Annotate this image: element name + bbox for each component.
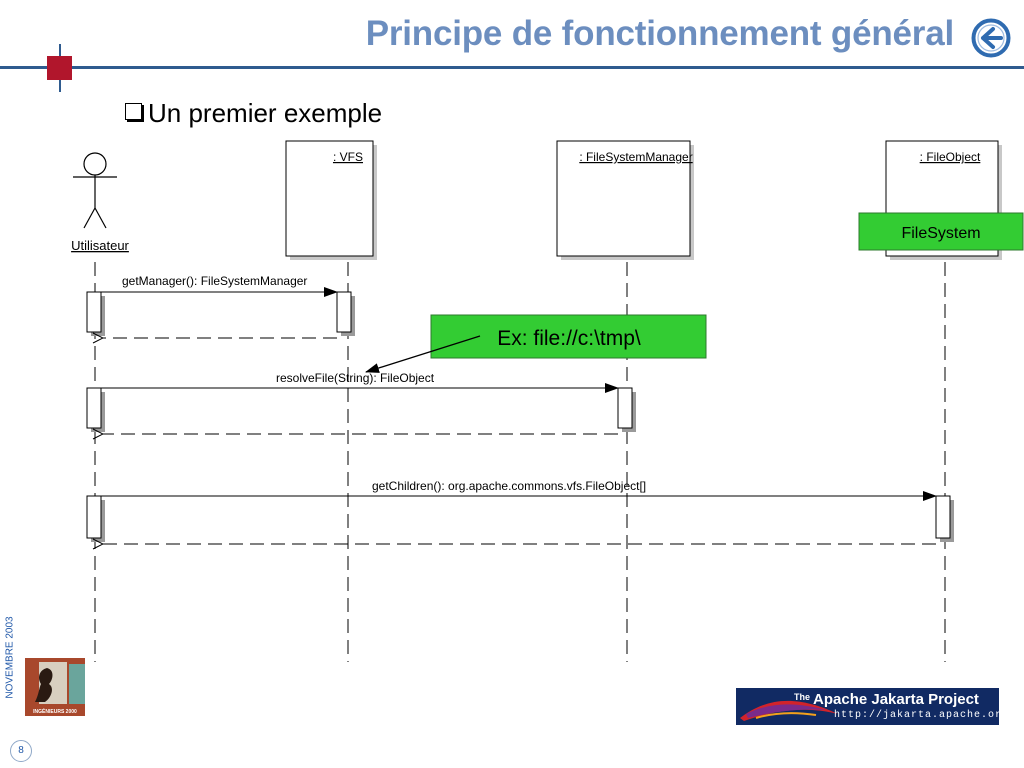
subtitle-text: Un premier exemple <box>148 98 383 128</box>
lifeline-box-vfs: : VFS <box>285 140 377 260</box>
activation-utilisateur-1 <box>86 291 102 333</box>
lifeline-head-vfs <box>285 140 374 257</box>
header-line <box>0 66 1024 69</box>
lifeline-label-fsm: : FileSystemManager <box>579 150 692 164</box>
red-accent-square <box>47 56 72 80</box>
apache-url[interactable]: http://jakarta.apache.org/ <box>834 710 1017 721</box>
lifeline-label-fileobject: : FileObject <box>920 150 981 164</box>
page-number: 8 <box>10 740 32 762</box>
activation-fsm <box>617 387 633 429</box>
subtitle: Un premier exemple <box>125 98 382 129</box>
note-filesystem-box <box>858 212 1024 251</box>
activation-utilisateur-2 <box>86 387 102 429</box>
ingenieurs-2000-logo: INGÉNIEURS 2000 <box>25 658 85 716</box>
sequence-diagram: Utilisateur : VFS : FileSystemManager : … <box>71 140 1024 662</box>
note-example: Ex: file://c:\tmp\ <box>430 314 707 359</box>
logo-caption: INGÉNIEURS 2000 <box>33 707 77 715</box>
message-label-getmanager: getManager(): FileSystemManager <box>122 274 307 288</box>
message-label-resolvefile: resolveFile(String): FileObject <box>276 371 435 385</box>
back-arrow-icon[interactable] <box>971 18 1011 58</box>
actor-utilisateur: Utilisateur <box>71 152 130 253</box>
lifeline-head-fsm <box>556 140 691 257</box>
note-example-pointer <box>365 335 481 373</box>
note-example-text: Ex: file://c:\tmp\ <box>497 327 641 350</box>
date-side-text: NOVEMBRE 2003 <box>4 616 16 699</box>
activation-vfs <box>336 291 352 333</box>
header-decoration <box>0 44 1024 92</box>
logo-teal-stripe <box>69 664 85 704</box>
lifeline-box-filesystemmanager: : FileSystemManager <box>556 140 694 260</box>
actor-leg-right <box>94 207 107 229</box>
actor-label: Utilisateur <box>71 238 129 253</box>
page-title: Principe de fonctionnement général <box>365 14 955 53</box>
note-filesystem: FileSystem <box>858 212 1024 251</box>
note-filesystem-text: FileSystem <box>901 225 980 242</box>
activation-utilisateur-3 <box>86 495 102 539</box>
message-label-getchildren: getChildren(): org.apache.commons.vfs.Fi… <box>372 479 646 493</box>
lifeline-label-vfs: : VFS <box>333 150 363 164</box>
apache-title-text: Apache Jakarta Project <box>813 691 979 708</box>
apache-title-prefix: The <box>794 692 811 702</box>
actor-head <box>83 152 107 176</box>
apache-feather-icon <box>740 700 838 721</box>
checkbox-bullet-icon <box>125 103 142 120</box>
activation-fileobject <box>935 495 951 539</box>
actor-leg-left <box>83 207 96 229</box>
logo-figure <box>35 668 53 702</box>
